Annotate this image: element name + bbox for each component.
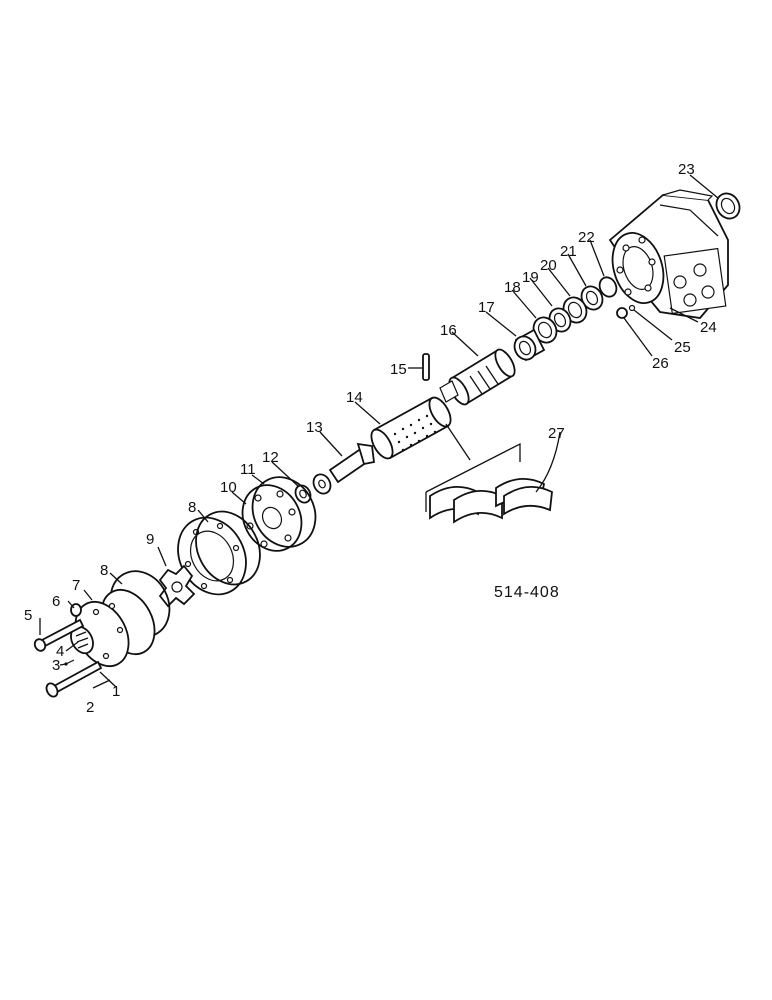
callout-5: 5 — [24, 607, 32, 624]
bushing-17 — [513, 328, 546, 362]
screw-3 — [64, 659, 75, 666]
callout-8-upper: 8 — [188, 499, 196, 516]
callout-19: 19 — [522, 269, 539, 286]
callout-20: 20 — [540, 257, 557, 274]
callout-labels: 1 2 3 4 5 6 7 8 8 9 10 11 12 13 14 15 16… — [24, 161, 717, 716]
drive-shaft-13 — [328, 442, 375, 484]
check-ball-25 — [628, 304, 636, 312]
star-gear-small — [312, 473, 332, 495]
o-ring-8-upper — [195, 510, 261, 586]
callout-7: 7 — [72, 577, 80, 594]
callout-18: 18 — [504, 279, 521, 296]
o-ring-22 — [598, 276, 618, 298]
callout-4: 4 — [56, 643, 64, 660]
callout-11: 11 — [240, 461, 256, 478]
callout-8-lower: 8 — [100, 562, 108, 579]
callout-6: 6 — [52, 593, 60, 610]
spacer-12 — [294, 484, 312, 504]
spool-16 — [439, 348, 516, 406]
callout-10: 10 — [220, 479, 237, 496]
gerotor-star-9 — [158, 564, 196, 608]
pin-15 — [422, 353, 430, 381]
callout-15: 15 — [390, 361, 407, 378]
callout-9: 9 — [146, 531, 154, 548]
group-bracket-27 — [425, 423, 521, 512]
callout-3: 3 — [52, 657, 60, 674]
callout-21: 21 — [560, 243, 577, 260]
callout-24: 24 — [700, 319, 717, 336]
bearing-race-21 — [580, 285, 604, 311]
seal-ring-11 — [251, 476, 317, 548]
gerotor-ring — [177, 516, 247, 596]
bolt-2 — [45, 660, 103, 698]
callout-23: 23 — [678, 161, 695, 178]
callout-14: 14 — [346, 389, 363, 406]
callout-27: 27 — [548, 425, 565, 442]
end-cap-7 — [74, 589, 156, 667]
figure-reference: 514-408 — [494, 584, 560, 601]
callout-22: 22 — [578, 229, 595, 246]
callout-2: 2 — [86, 699, 94, 716]
callout-16: 16 — [440, 322, 457, 339]
callout-17: 17 — [478, 299, 495, 316]
callout-26: 26 — [652, 355, 669, 372]
callout-12: 12 — [262, 449, 279, 466]
plug-26 — [616, 307, 628, 319]
callout-25: 25 — [674, 339, 691, 356]
bolt-5 — [33, 618, 85, 652]
spacer-plate-10 — [241, 484, 303, 552]
steering-housing — [608, 189, 729, 319]
leader-lines — [39, 174, 719, 689]
sleeve-14 — [370, 396, 452, 460]
callout-13: 13 — [306, 419, 323, 436]
centering-springs-27 — [429, 478, 553, 524]
seal-ring-23 — [715, 192, 741, 220]
callout-1: 1 — [112, 683, 120, 700]
